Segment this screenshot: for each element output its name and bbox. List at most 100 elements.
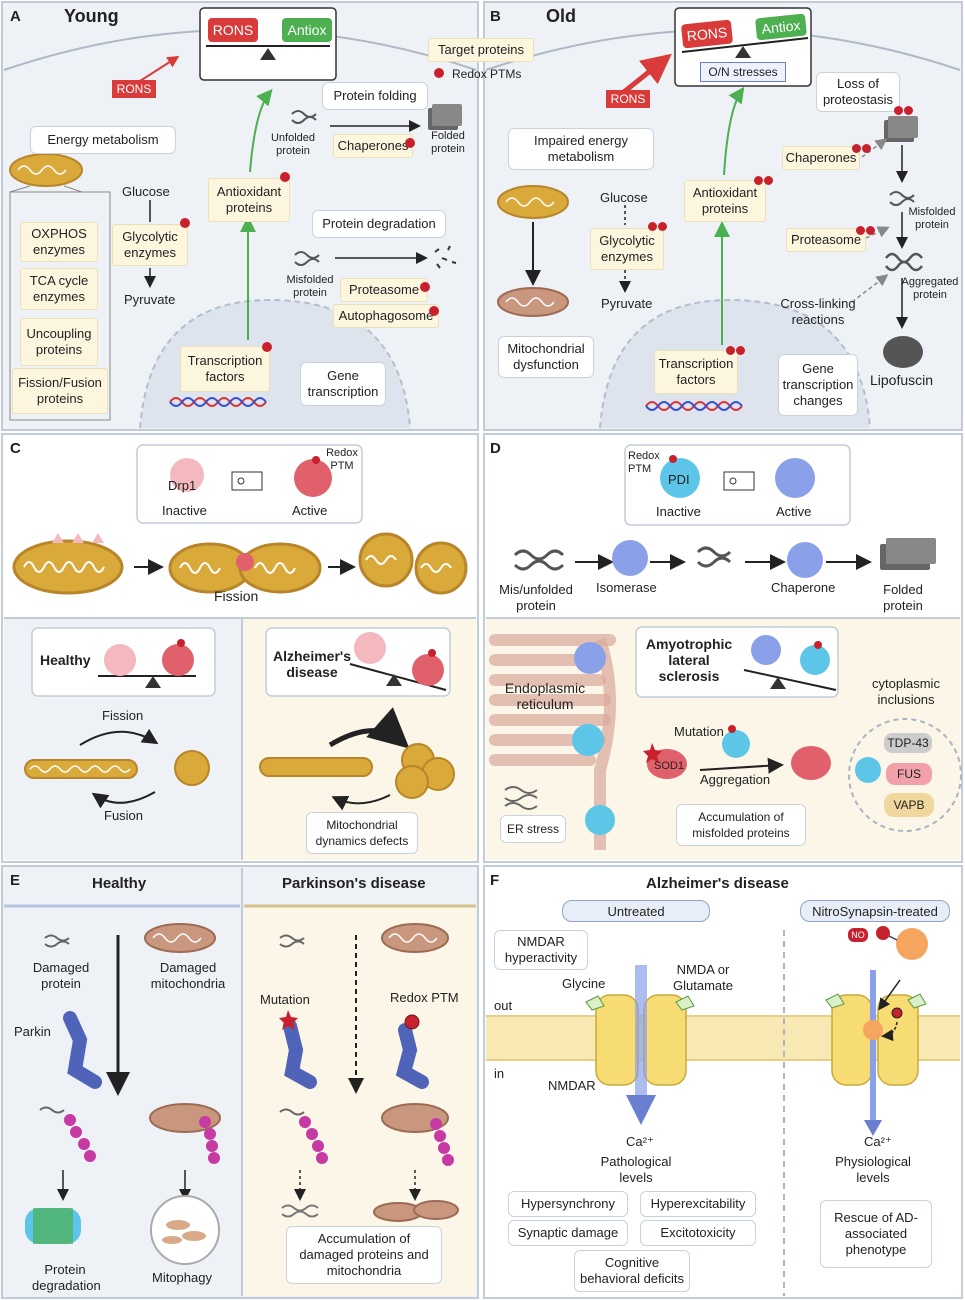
excitotoxicity-box: Excitotoxicity: [640, 1220, 756, 1246]
protein-degradation-label: Protein degradation: [312, 210, 446, 238]
nmda-glutamate-label: NMDA or Glutamate: [673, 962, 733, 993]
parkinsons-label: Parkinson's disease: [282, 875, 426, 892]
ca-left-label: Ca²⁺: [626, 1134, 654, 1149]
gene-transcription-a: Gene transcription: [300, 362, 386, 406]
balance-antiox: Antiox: [282, 18, 332, 42]
protein-degradation-label-e: Protein degradation: [32, 1262, 101, 1293]
fission-fusion-proteins: Fission/Fusion proteins: [12, 368, 108, 414]
hyperexcitability-box: Hyperexcitability: [640, 1191, 756, 1217]
antioxidant-proteins-b: Antioxidant proteins: [684, 180, 766, 222]
synaptic-damage-box: Synaptic damage: [508, 1220, 628, 1246]
panel-c-label: C: [10, 440, 21, 457]
aggregated-protein-label: Aggregated protein: [901, 276, 959, 301]
pdi-active-label: Active: [776, 504, 812, 519]
energy-metabolism: Energy metabolism: [30, 126, 176, 154]
isomerase-label: Isomerase: [596, 580, 657, 595]
chaperones-a: Chaperones: [333, 134, 413, 158]
accumulation-damaged-label: Accumulation of damaged proteins and mit…: [286, 1226, 442, 1284]
fus-inclusion: FUS: [886, 763, 932, 785]
ptm-dot: [429, 306, 439, 316]
glycolytic-enzymes-b: Glycolytic enzymes: [590, 228, 664, 270]
panel-b-title: Old: [546, 6, 576, 26]
aggregation-label: Aggregation: [700, 772, 771, 787]
ptm-dot-pair: [852, 144, 872, 154]
ca-right-label: Ca²⁺: [864, 1134, 892, 1149]
loss-of-proteostasis: Loss of proteostasis: [816, 72, 900, 112]
als-label: Amyotrophic lateral sclerosis: [645, 636, 733, 684]
healthy-label-e: Healthy: [92, 875, 147, 892]
proteasome-b: Proteasome: [786, 228, 866, 252]
panel-a-label: A: [10, 8, 21, 25]
sod1-label: SOD1: [654, 760, 684, 772]
legend-redox-ptms: Redox PTMs: [452, 67, 522, 81]
glycine-label: Glycine: [562, 976, 606, 991]
ptm-dot: [180, 218, 190, 228]
glucose-label-a: Glucose: [122, 184, 170, 199]
lipofuscin-label: Lipofuscin: [870, 372, 934, 388]
drp1-inactive-label: Inactive: [162, 503, 207, 518]
misunfolded-protein-label: Mis/unfolded protein: [499, 582, 573, 613]
fission-main-label: Fission: [214, 588, 259, 604]
ptm-dot-pair: [648, 222, 668, 232]
unfolded-protein-label: Unfolded protein: [270, 132, 316, 157]
mutation-label-d: Mutation: [674, 724, 724, 739]
pathological-levels-label: Pathological levels: [600, 1154, 672, 1185]
nitrosynapsin-tag: NitroSynapsin-treated: [800, 900, 950, 922]
folded-protein-label-d: Folded protein: [883, 582, 923, 613]
oxphos-enzymes: OXPHOS enzymes: [20, 222, 98, 262]
pdi-label: PDI: [668, 472, 690, 487]
ptm-dot-pair: [894, 106, 914, 116]
hypersynchrony-box: Hypersynchrony: [508, 1191, 628, 1217]
proteasome-a: Proteasome: [340, 278, 428, 302]
nmdar-hyperactivity: NMDAR hyperactivity: [494, 930, 588, 970]
transcription-factors-a: Transcription factors: [180, 346, 270, 392]
crosslinking-reactions: Cross-linking reactions: [780, 296, 856, 327]
drp1-label: Drp1: [168, 478, 197, 493]
healthy-label-c: Healthy: [40, 652, 91, 668]
vapb-inclusion: VAPB: [884, 793, 934, 817]
mitochondrial-dysfunction: Mitochondrial dysfunction: [498, 336, 594, 378]
damaged-mitochondria-label: Damaged mitochondria: [150, 960, 226, 991]
on-stresses-label: O/N stresses: [700, 62, 786, 82]
folded-protein-label-a: Folded protein: [431, 130, 465, 155]
uncoupling-proteins: Uncoupling proteins: [20, 318, 98, 366]
fusion-label-c: Fusion: [104, 808, 144, 823]
endoplasmic-reticulum-label: Endoplasmic reticulum: [504, 680, 586, 712]
misfolded-protein-label-b: Misfolded protein: [908, 206, 956, 231]
untreated-tag: Untreated: [562, 900, 710, 922]
no-label: NO: [848, 928, 868, 942]
fission-label-c: Fission: [102, 708, 144, 723]
glycolytic-enzymes-a: Glycolytic enzymes: [112, 224, 188, 266]
panel-b-label: B: [490, 8, 501, 25]
chaperones-b: Chaperones: [782, 146, 860, 170]
rescue-phenotype-box: Rescue of AD-associated phenotype: [820, 1200, 932, 1268]
accumulation-misfolded-label: Accumulation of misfolded proteins: [676, 804, 806, 846]
in-label: in: [494, 1066, 505, 1081]
ptm-dot: [280, 172, 290, 182]
redox-ptm-label-e: Redox PTM: [390, 990, 459, 1005]
balance-rons: RONS: [208, 18, 258, 42]
ptm-dot-pair: [726, 346, 746, 356]
ptm-dot: [420, 282, 430, 292]
tca-cycle-enzymes: TCA cycle enzymes: [20, 268, 98, 310]
legend-target-proteins: Target proteins: [428, 38, 534, 62]
damaged-protein-label: Damaged protein: [32, 960, 90, 991]
out-label: out: [494, 998, 513, 1013]
rons-arrow-label-b: RONS: [606, 90, 650, 108]
panel-f-label: F: [490, 872, 500, 889]
ptm-dot-pair: [856, 226, 876, 236]
impaired-energy-metabolism: Impaired energy metabolism: [508, 128, 654, 170]
pyruvate-label-b: Pyruvate: [601, 296, 653, 311]
alzheimers-label-c: Alzheimer's disease: [272, 648, 352, 680]
pyruvate-label-a: Pyruvate: [124, 292, 176, 307]
panel-d-label: D: [490, 440, 501, 457]
misfolded-protein-label-a: Misfolded protein: [286, 274, 334, 299]
antioxidant-proteins-a: Antioxidant proteins: [208, 178, 290, 222]
autophagosome-a: Autophagosome: [333, 304, 439, 328]
nmdar-label: NMDAR: [548, 1078, 596, 1093]
redox-ptm-label-c: Redox PTM: [326, 447, 358, 472]
panel-f-title: Alzheimer's disease: [646, 875, 789, 892]
physiological-levels-label: Physiological levels: [835, 1154, 911, 1185]
rons-arrow-label: RONS: [112, 80, 156, 98]
cognitive-deficits-box: Cognitive behavioral deficits: [574, 1250, 690, 1292]
